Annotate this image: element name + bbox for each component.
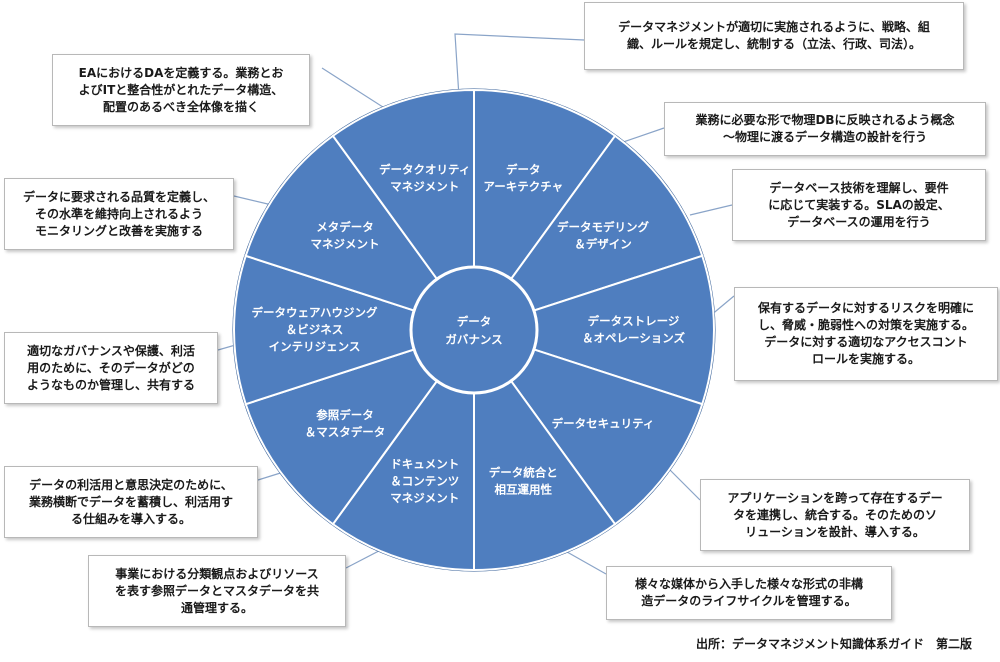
note-text: 保有するデータに対するリスクを明確にし、脅威・脆弱性への対策を実施する。データに… [758, 300, 974, 368]
segment-label-documents: ドキュメント [390, 457, 459, 471]
note-line: し、脅威・脆弱性への対策を実施する。 [757, 318, 974, 332]
note-line: データベース技術を理解し、要件 [769, 180, 949, 195]
segment-label-modeling: データモデリング [557, 220, 649, 234]
leader-storage [689, 204, 733, 216]
note-warehousing: データの利活用と意思決定のために、業務横断でデータを蓄積し、利活用する仕組みを導… [4, 466, 258, 538]
segment-label-quality: データクオリティ [379, 162, 470, 176]
note-metadata: 適切なガバナンスや保護、利活用のために、そのデータがどのようなものか管理し、共有… [4, 332, 218, 404]
note-line: 造データのライフサイクルを管理する。 [641, 594, 857, 608]
segment-label-documents: ＆コンテンツ [390, 474, 459, 488]
note-documents: 様々な媒体から入手した様々な形式の非構造データのライフサイクルを管理する。 [606, 566, 892, 620]
segment-label-warehousing: インテリジェンス [269, 340, 361, 354]
note-text: データベース技術を理解し、要件に応じて実装する。SLAの設定、データベースの運用… [768, 180, 950, 231]
leader-integration [664, 464, 701, 501]
leader-quality [233, 195, 273, 206]
note-line: モニタリングと改善を実施する [34, 223, 203, 238]
segment-label-integration: データ統合と [489, 466, 558, 480]
center-label: ガバナンス [445, 333, 502, 347]
segment-label-architecture: アーキテクチャ [483, 179, 563, 193]
note-reference: 事業における分類観点およびリソースを表す参照データとマスタデータを共通管理する。 [88, 555, 346, 627]
note-line: その水準を維持向上されるよう [34, 206, 203, 221]
note-line: リューションを設計、導入する。 [745, 524, 925, 539]
segment-label-storage: ＆オペレーションズ [582, 331, 686, 345]
note-line: ロールを実施する。 [811, 352, 920, 366]
segment-label-integration: 相互運用性 [495, 483, 553, 497]
note-line: 業務横断でデータを蓄積し、利活用す [28, 494, 233, 509]
note-line: 保有するデータに対するリスクを明確に [757, 301, 974, 315]
note-governance: データマネジメントが適切に実施されるように、戦略、組織、ルールを規定し、統制する… [584, 2, 964, 70]
note-line: を表す参照データとマスタデータを共 [114, 583, 319, 598]
note-text: 様々な媒体から入手した様々な形式の非構造データのライフサイクルを管理する。 [635, 576, 863, 610]
note-line: ようなものか管理し、共有する [26, 377, 195, 392]
note-text: 適切なガバナンスや保護、利活用のために、そのデータがどのようなものか管理し、共有… [27, 343, 195, 394]
note-line: 通管理する。 [180, 600, 253, 615]
note-line: よびITと整合性がとれたデータ構造、 [78, 82, 284, 97]
note-line: る仕組みを導入する。 [70, 511, 191, 526]
note-security: 保有するデータに対するリスクを明確にし、脅威・脆弱性への対策を実施する。データに… [734, 287, 998, 381]
note-text: データマネジメントが適切に実施されるように、戦略、組織、ルールを規定し、統制する… [618, 19, 930, 53]
segment-label-quality: マネジメント [390, 179, 459, 193]
note-text: 業務に必要な形で物理DBに反映されるよう概念 ～物理に渡るデータ構造の設計を行う [695, 112, 954, 146]
note-line: データベースの運用を行う [787, 214, 931, 229]
segment-label-security: データセキュリティ [552, 416, 655, 430]
segment-label-warehousing: ＆ビジネス [286, 323, 344, 337]
note-line: タを連携し、統合する。そのためのソ [732, 507, 937, 522]
note-line: 適切なガバナンスや保護、利活 [27, 343, 195, 358]
source-caption: 出所：データマネジメント知識体系ガイド 第二版 [695, 637, 972, 651]
segment-label-modeling: ＆デザイン [574, 237, 632, 251]
note-quality: データに要求される品質を定義し、その水準を維持向上されるようモニタリングと改善を… [4, 178, 234, 250]
note-line: EAにおけるDAを定義する。業務とお [78, 65, 284, 80]
note-storage: データベース技術を理解し、要件に応じて実装する。SLAの設定、データベースの運用… [732, 169, 986, 241]
center-label: データ [457, 315, 492, 329]
segment-label-storage: データストレージ [588, 314, 680, 328]
note-line: 用のために、そのデータがどの [27, 360, 195, 375]
segment-label-architecture: データ [506, 162, 541, 176]
note-line: 配置のあるべき全体像を描く [102, 99, 259, 114]
note-line: 事業における分類観点およびリソース [115, 566, 319, 581]
center-hub [409, 265, 539, 395]
note-line: データに要求される品質を定義し、 [22, 189, 215, 204]
segment-label-reference: ＆マスタデータ [305, 425, 386, 439]
segment-label-metadata: マネジメント [310, 237, 379, 251]
note-line: 様々な媒体から入手した様々な形式の非構 [634, 577, 863, 591]
segment-label-metadata: メタデータ [316, 220, 374, 234]
note-line: ～物理に渡るデータ構造の設計を行う [722, 130, 927, 144]
note-modeling: 業務に必要な形で物理DBに反映されるよう概念 ～物理に渡るデータ構造の設計を行う [664, 102, 986, 156]
note-line: データの利活用と意思決定のために、 [29, 477, 233, 492]
note-text: アプリケーションを跨って存在するデータを連携し、統合する。そのためのソリューショ… [727, 490, 942, 541]
note-line: に応じて実装する。SLAの設定、 [768, 197, 950, 212]
note-architecture: EAにおけるDAを定義する。業務とおよびITと整合性がとれたデータ構造、配置のあ… [52, 54, 310, 126]
note-text: データの利活用と意思決定のために、業務横断でデータを蓄積し、利活用する仕組みを導… [29, 477, 233, 528]
segment-label-warehousing: データウェアハウジング [251, 306, 378, 320]
note-integration: アプリケーションを跨って存在するデータを連携し、統合する。そのためのソリューショ… [700, 479, 970, 551]
note-line: データに対する適切なアクセスコント [764, 335, 968, 349]
note-text: データに要求される品質を定義し、その水準を維持向上されるようモニタリングと改善を… [23, 189, 215, 240]
note-line: 織、ルールを規定し、統制する（立法、行政、司法）。 [626, 37, 921, 51]
note-text: 事業における分類観点およびリソースを表す参照データとマスタデータを共通管理する。 [115, 566, 319, 617]
note-line: アプリケーションを跨って存在するデー [727, 490, 943, 505]
segment-label-documents: マネジメント [390, 491, 459, 505]
note-line: データマネジメントが適切に実施されるように、戦略、組 [618, 20, 930, 34]
note-text: EAにおけるDAを定義する。業務とおよびITと整合性がとれたデータ構造、配置のあ… [79, 65, 284, 116]
note-line: 業務に必要な形で物理DBに反映されるよう概念 [695, 113, 955, 127]
segment-label-reference: 参照データ [315, 408, 374, 422]
